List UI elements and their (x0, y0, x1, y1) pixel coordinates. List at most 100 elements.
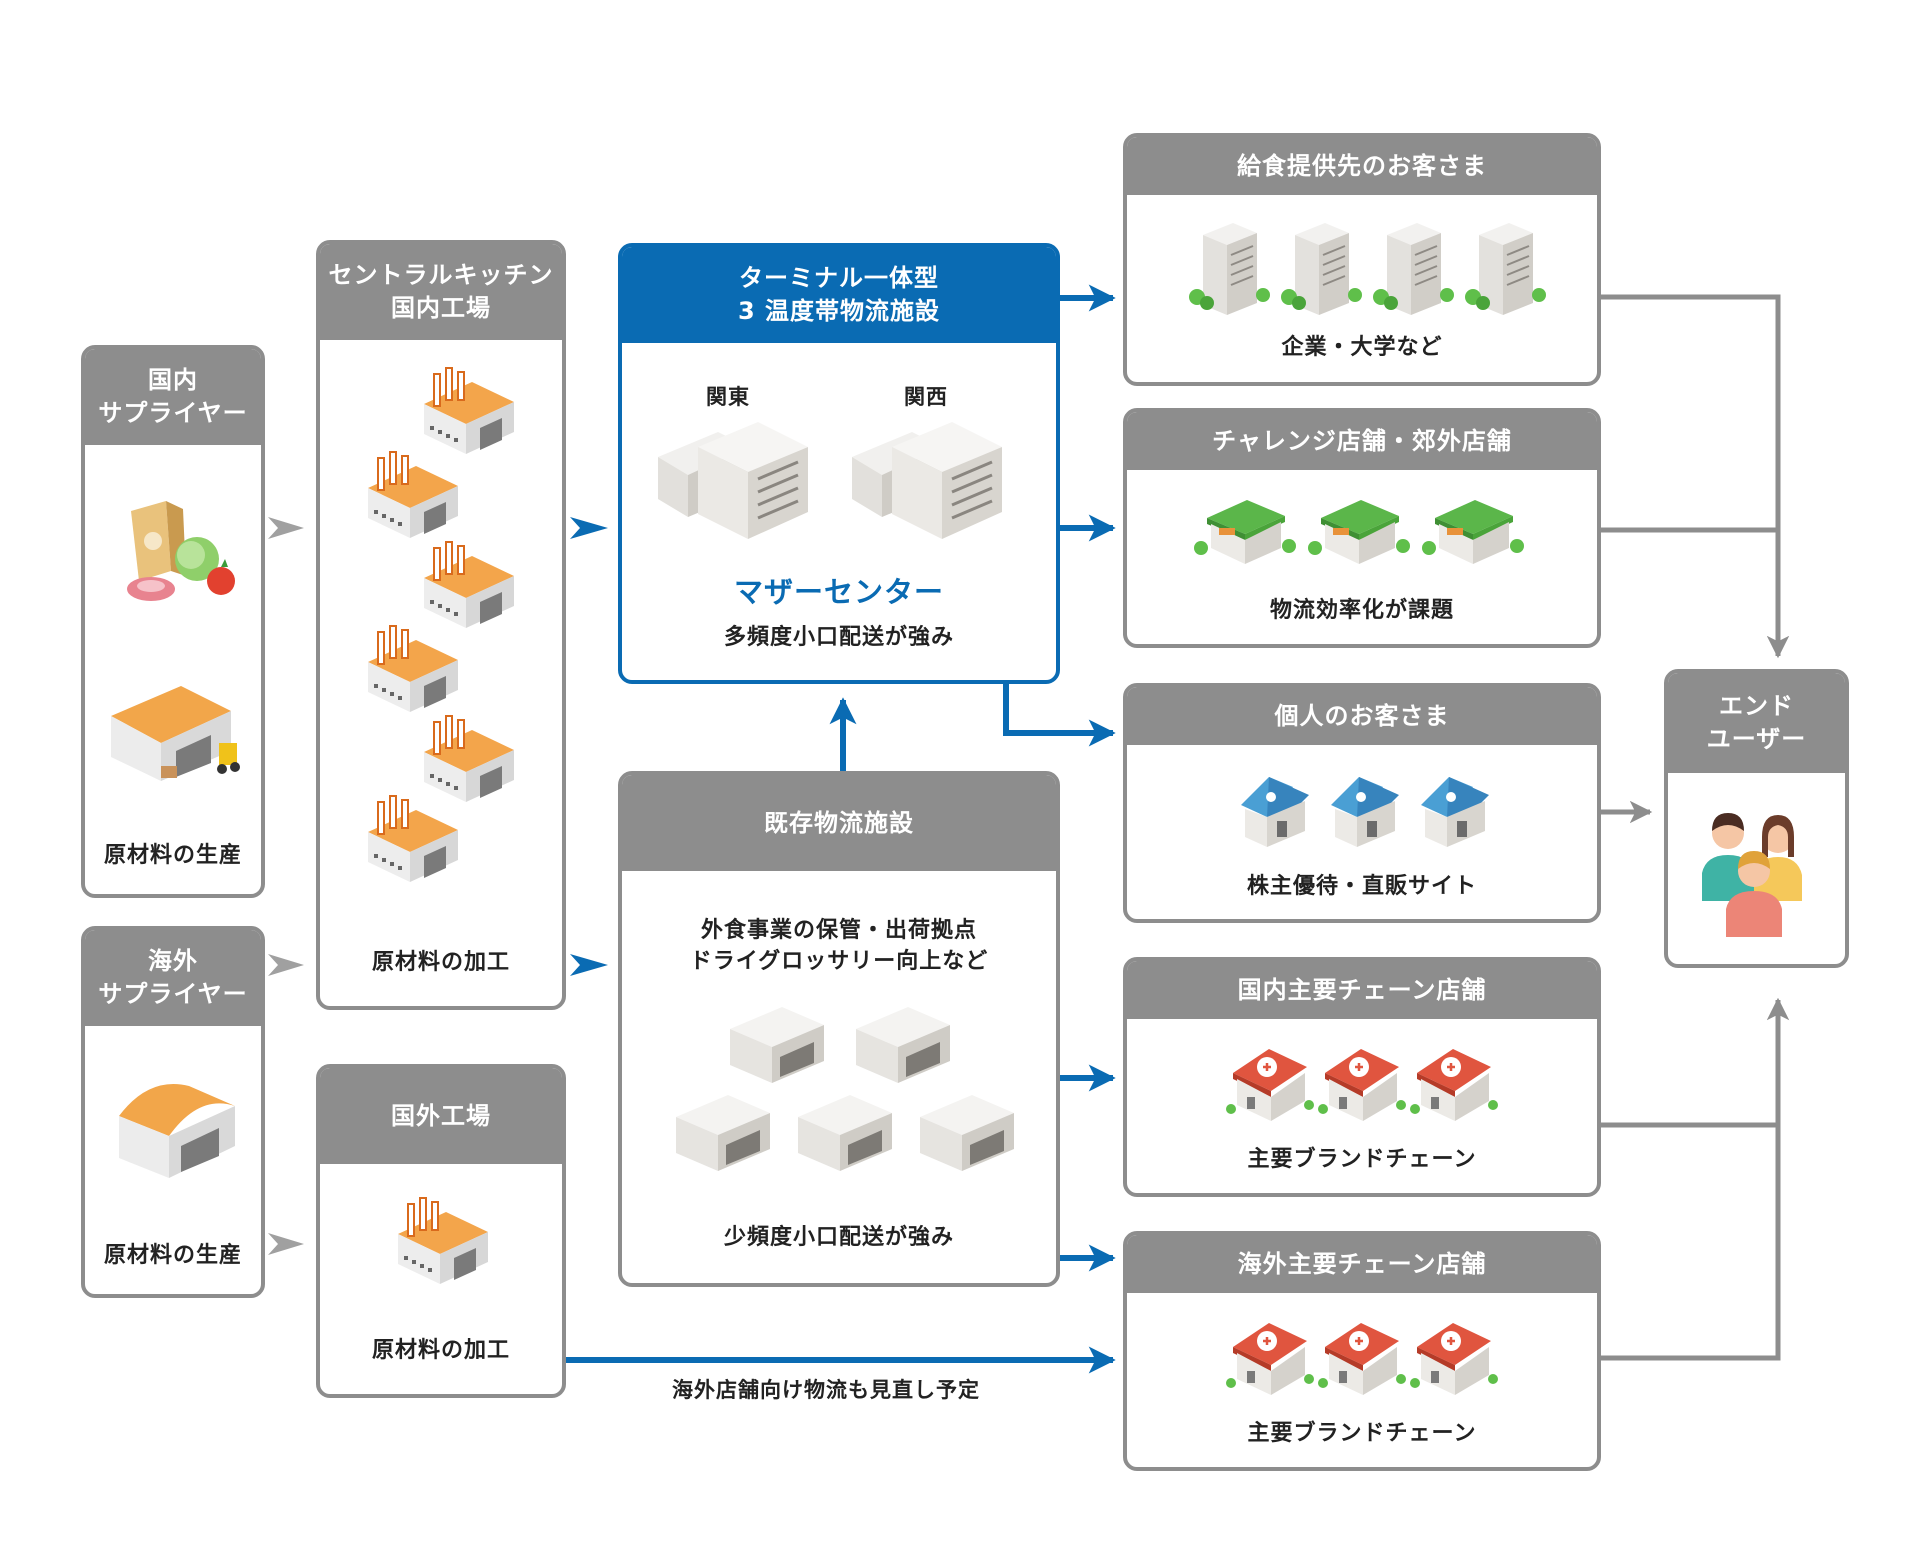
central-kitchen-header: セントラルキッチン 国内工場 (320, 244, 562, 340)
mother-center-header: ターミナル一体型 3 温度帯物流施設 (622, 247, 1056, 343)
dest-catering-title: 給食提供先のお客さま (1237, 151, 1487, 180)
food-ingredients-icon (127, 501, 235, 601)
domestic-supplier-caption: 原材料の生産 (103, 843, 242, 868)
overseas-factory-title: 国外工場 (391, 1101, 491, 1130)
dest-challenge-title: チャレンジ店舗・郊外店舗 (1212, 426, 1512, 455)
overseas-supplier-caption: 原材料の生産 (103, 1243, 242, 1268)
chain-store-icon (1225, 1317, 1315, 1401)
kanto-label: 関東 (706, 385, 750, 409)
mother-center-title-1: ターミナル一体型 (739, 264, 939, 292)
chevron-arrow (268, 517, 304, 539)
chain-store-icon (1317, 1317, 1407, 1401)
office-building-icon (1371, 219, 1457, 323)
overseas-factory-caption: 原材料の加工 (371, 1338, 510, 1363)
warehouse-dome-icon (119, 1084, 235, 1178)
existing-facility-caption: 少頻度小口配送が強み (723, 1225, 954, 1250)
overseas-logistics-note: 海外店舗向け物流も見直し予定 (672, 1378, 980, 1402)
overseas-supplier-title-2: サプライヤー (98, 980, 248, 1008)
dest-overseas-chain-title: 海外主要チェーン店舗 (1237, 1249, 1487, 1278)
factory-icon (414, 540, 524, 634)
chain-store-icon (1225, 1043, 1315, 1127)
dest-catering-header: 給食提供先のお客さま (1127, 137, 1597, 195)
logistics-building-kansai-icon (852, 422, 1002, 539)
factory-icon (358, 624, 468, 718)
kansai-label: 関西 (904, 385, 948, 409)
dest-domestic-chain-caption: 主要ブランドチェーン (1247, 1147, 1477, 1172)
office-building-icon (1279, 219, 1365, 323)
chevron-arrow (268, 1233, 304, 1255)
dest-overseas-chain-header: 海外主要チェーン店舗 (1127, 1235, 1597, 1293)
central-kitchen-box: セントラルキッチン 国内工場 原材料の加工 (316, 240, 566, 1010)
chain-store-icon (1409, 1043, 1499, 1127)
end-user-box: エンド ユーザー (1664, 669, 1849, 968)
shop-icon (1421, 492, 1525, 572)
domestic-supplier-title-1: 国内 (148, 366, 198, 394)
end-user-title-1: エンド (1719, 692, 1794, 720)
central-kitchen-caption: 原材料の加工 (371, 950, 510, 975)
mother-center-caption: 多頻度小口配送が強み (723, 625, 954, 650)
dest-challenge-caption: 物流効率化が課題 (1269, 598, 1454, 623)
people-group-icon (1702, 813, 1802, 937)
dest-individual-title: 個人のお客さま (1274, 701, 1450, 730)
dest-overseas-chain-box: 海外主要チェーン店舗 主要ブランドチェーン (1123, 1231, 1601, 1471)
mother-center-box: ターミナル一体型 3 温度帯物流施設 関東 関西 マザーセンター 多頻度小口配送… (618, 243, 1060, 684)
dest-individual-header: 個人のお客さま (1127, 687, 1597, 745)
dest-individual-caption: 株主優待・直販サイト (1246, 874, 1477, 899)
overseas-supplier-title-1: 海外 (148, 947, 198, 975)
house-icon (1321, 771, 1407, 855)
arrow-mother-to-dest3 (1003, 684, 1116, 747)
overseas-supplier-header: 海外 サプライヤー (85, 930, 261, 1026)
overseas-factory-box: 国外工場 原材料の加工 (316, 1064, 566, 1398)
chain-store-icon (1317, 1043, 1407, 1127)
domestic-supplier-header: 国内 サプライヤー (85, 349, 261, 445)
factory-icon (358, 450, 468, 544)
warehouse-icon (722, 997, 832, 1091)
existing-facility-header: 既存物流施設 (622, 775, 1056, 871)
chevron-arrow (268, 954, 304, 976)
dest-challenge-header: チャレンジ店舗・郊外店舗 (1127, 412, 1597, 470)
existing-facility-desc-2: ドライグロッサリー向上など (689, 949, 989, 974)
chain-store-icon (1409, 1317, 1499, 1401)
central-kitchen-title-2: 国内工場 (391, 294, 491, 322)
dest-catering-caption: 企業・大学など (1281, 335, 1443, 360)
dest-catering-box: 給食提供先のお客さま 企業・大学など (1123, 133, 1601, 386)
chevron-arrow (570, 517, 608, 539)
existing-facility-box: 既存物流施設 外食事業の保管・出荷拠点 ドライグロッサリー向上など 少頻度小口配… (618, 771, 1060, 1287)
domestic-supplier-box: 国内 サプライヤー 原材料の生産 (81, 345, 265, 898)
chevron-arrow (570, 954, 608, 976)
overseas-supplier-box: 海外 サプライヤー 原材料の生産 (81, 926, 265, 1298)
shop-icon (1193, 492, 1297, 572)
warehouse-icon (790, 1085, 900, 1179)
dest-domestic-chain-box: 国内主要チェーン店舗 主要ブランドチェーン (1123, 957, 1601, 1197)
factory-icon (414, 366, 524, 460)
factory-icon (388, 1196, 498, 1290)
warehouse-icon (912, 1085, 1022, 1179)
dest-individual-box: 個人のお客さま 株主優待・直販サイト (1123, 683, 1601, 923)
warehouse-icon (668, 1085, 778, 1179)
house-icon (1411, 771, 1497, 855)
dest-challenge-box: チャレンジ店舗・郊外店舗 物流効率化が課題 (1123, 408, 1601, 648)
end-user-header: エンド ユーザー (1668, 673, 1845, 773)
mother-center-title-2: 3 温度帯物流施設 (737, 297, 941, 325)
existing-facility-desc-1: 外食事業の保管・出荷拠点 (700, 918, 977, 943)
logistics-building-kanto-icon (658, 422, 808, 539)
dest-domestic-chain-title: 国内主要チェーン店舗 (1237, 975, 1487, 1004)
mother-center-name: マザーセンター (733, 575, 944, 609)
overseas-factory-header: 国外工場 (320, 1068, 562, 1164)
existing-facility-title: 既存物流施設 (764, 808, 914, 837)
dest-overseas-chain-caption: 主要ブランドチェーン (1247, 1421, 1477, 1446)
dest-domestic-chain-header: 国内主要チェーン店舗 (1127, 961, 1597, 1019)
office-building-icon (1187, 219, 1273, 323)
domestic-supplier-title-2: サプライヤー (98, 399, 248, 427)
factory-icon (358, 794, 468, 888)
shop-icon (1307, 492, 1411, 572)
factory-icon (414, 714, 524, 808)
central-kitchen-title-1: セントラルキッチン (328, 261, 554, 289)
end-user-title-2: ユーザー (1706, 725, 1807, 753)
line-dest1-to-end (1601, 294, 1790, 659)
house-icon (1231, 771, 1317, 855)
line-dest5-to-end (1601, 997, 1790, 1361)
warehouse-icon (848, 997, 958, 1091)
warehouse-forklift-icon (111, 686, 240, 781)
